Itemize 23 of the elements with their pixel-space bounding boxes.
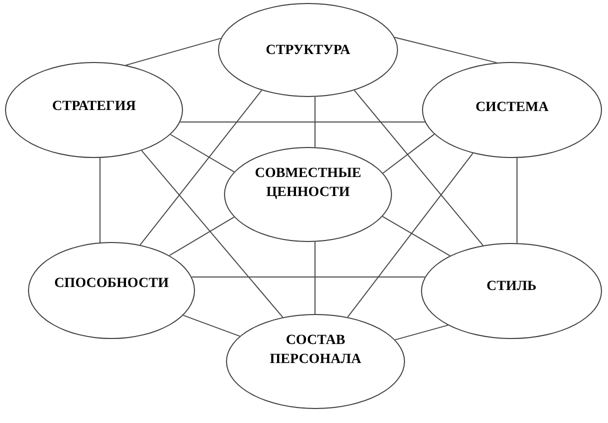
connector-line [182,314,240,337]
node-label: СТРУКТУРА [266,42,350,60]
node-label: СОСТАВ ПЕРСОНАЛА [268,332,362,369]
connector-line [170,134,235,172]
connector-line [140,90,262,246]
connector-line [314,96,316,148]
connector-line [516,157,518,244]
connector-line [347,152,474,318]
connector-line [141,150,284,318]
connector-line [394,324,448,340]
node-label: СОВМЕСТНЫЕ ЦЕННОСТИ [254,165,362,202]
node-label: СПОСОБНОСТИ [54,275,169,293]
node-label: СИСТЕМА [475,98,549,116]
connector-line [382,134,435,174]
connector-line [394,36,498,64]
connector-line [125,38,222,66]
connector-line [382,216,450,256]
node-label: СТРАТЕГИЯ [52,98,136,116]
node-label: СТИЛЬ [486,278,537,296]
connector-line [191,276,426,278]
connector-line [168,216,235,256]
connector-line [314,241,316,314]
connector-line [354,90,484,246]
